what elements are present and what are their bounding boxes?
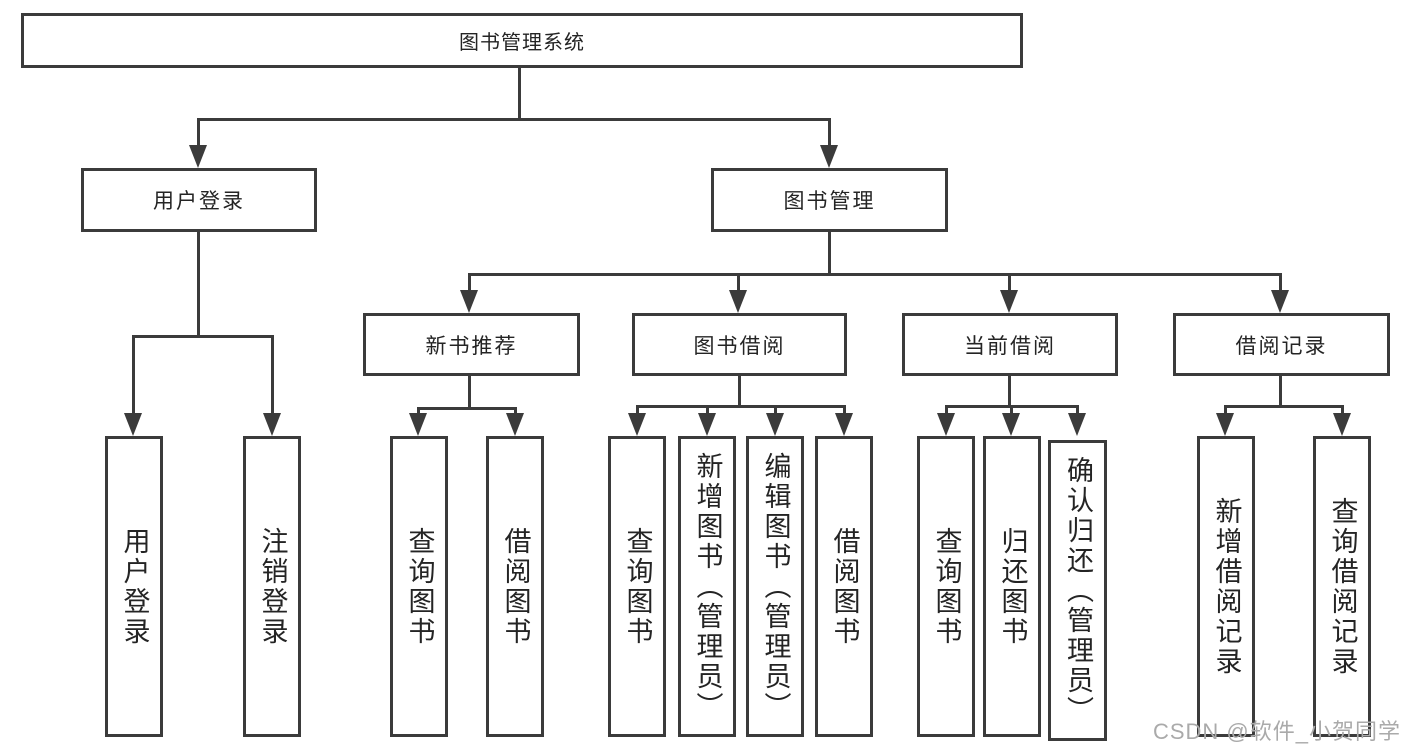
connector [843,405,846,417]
watermark-text: CSDN @软件_小贺同学 [1152,719,1401,744]
node-library-system: 图书管理系统 [21,13,1023,68]
connector [828,118,831,150]
arrow-down-icon [460,290,478,313]
leaf-label: 查询图书 [622,526,653,647]
arrow-down-icon [937,413,955,436]
connector [197,118,200,150]
connector [132,335,274,338]
leaf-query-books-borrowing: 查询图书 [608,436,666,737]
leaf-return-books: 归还图书 [983,436,1041,737]
connector [1010,405,1013,417]
leaf-label: 用户登录 [119,526,150,647]
leaf-label: 查询借阅记录 [1327,496,1358,677]
connector [1076,405,1079,417]
connector [1224,405,1344,408]
connector [737,273,740,295]
connector [738,376,741,405]
arrow-down-icon [1333,413,1351,436]
leaf-query-borrow-record: 查询借阅记录 [1313,436,1371,737]
arrow-down-icon [628,413,646,436]
leaf-add-borrow-record: 新增借阅记录 [1197,436,1255,737]
node-borrowing-records: 借阅记录 [1173,313,1390,376]
connector [774,405,777,417]
connector [1279,273,1282,295]
node-label: 图书管理 [783,190,876,213]
connector [468,376,471,407]
connector [1008,273,1011,295]
connector [468,273,471,295]
leaf-edit-book-admin: 编辑图书（管理员） [746,436,804,737]
leaf-label: 新增借阅记录 [1211,496,1242,677]
node-user-login: 用户登录 [81,168,317,232]
node-book-borrowing: 图书借阅 [632,313,847,376]
arrow-down-icon [1216,413,1234,436]
arrow-down-icon [766,413,784,436]
connector [468,273,1281,276]
arrow-down-icon [1000,290,1018,313]
connector [636,405,639,417]
node-label: 图书管理系统 [459,32,585,54]
leaf-label: 注销登录 [257,526,288,647]
leaf-label: 借阅图书 [500,526,531,647]
connector [417,407,517,410]
connector [271,335,274,420]
arrow-down-icon [1271,290,1289,313]
connector [945,405,948,417]
connector [197,118,831,121]
leaf-query-books-recommend: 查询图书 [390,436,448,737]
connector [518,68,521,118]
leaf-label: 编辑图书（管理员） [760,451,791,722]
arrow-down-icon [835,413,853,436]
connector [1008,376,1011,405]
connector [1341,405,1344,417]
connector [132,335,135,420]
leaf-confirm-return-admin: 确认归还（管理员） [1048,440,1107,741]
leaf-user-login: 用户登录 [105,436,163,737]
leaf-label: 新增图书（管理员） [692,451,723,722]
node-label: 新书推荐 [425,334,518,358]
leaf-query-books-current: 查询图书 [917,436,975,737]
node-label: 借阅记录 [1235,334,1328,358]
arrow-down-icon [409,413,427,436]
arrow-down-icon [820,145,838,168]
arrow-down-icon [506,413,524,436]
connector [1279,376,1282,405]
arrow-down-icon [698,413,716,436]
arrow-down-icon [1068,413,1086,436]
arrow-down-icon [189,145,207,168]
leaf-label: 确认归还（管理员） [1063,455,1093,726]
arrow-down-icon [124,413,142,436]
node-label: 当前借阅 [964,334,1056,358]
leaf-borrow-books-borrowing: 借阅图书 [815,436,873,737]
node-current-borrowing: 当前借阅 [902,313,1118,376]
arrow-down-icon [1002,413,1020,436]
leaf-label: 查询图书 [404,526,435,647]
leaf-logout: 注销登录 [243,436,301,737]
node-label: 用户登录 [153,190,245,213]
leaf-add-book-admin: 新增图书（管理员） [678,436,736,737]
node-label: 图书借阅 [693,334,786,358]
arrow-down-icon [263,413,281,436]
connector [636,405,846,408]
connector [706,405,709,417]
node-new-book-recommend: 新书推荐 [363,313,580,376]
leaf-label: 归还图书 [997,526,1028,647]
connector [1224,405,1227,417]
leaf-label: 查询图书 [931,526,962,647]
leaf-label: 借阅图书 [829,526,860,647]
node-book-management: 图书管理 [711,168,948,232]
connector [197,232,200,335]
connector [828,232,831,273]
arrow-down-icon [729,290,747,313]
leaf-borrow-books-recommend: 借阅图书 [486,436,544,737]
